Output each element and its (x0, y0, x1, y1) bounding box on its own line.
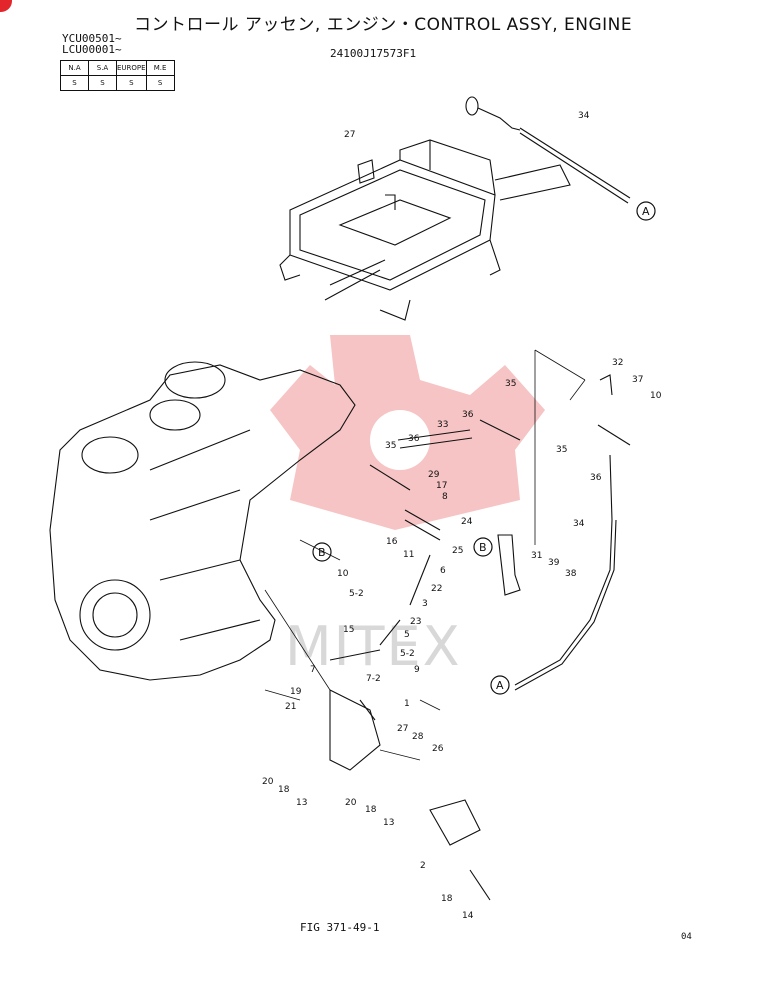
part-label: 18 (278, 785, 290, 795)
ref-b-right: B (479, 541, 487, 554)
engine-block (49, 361, 356, 681)
part-label: 34 (578, 111, 590, 121)
document-number: 24100J17573F1 (330, 47, 417, 60)
part-label: 2 (420, 861, 426, 871)
part-label: 3 (422, 599, 428, 609)
part-label: 27 (344, 130, 355, 140)
region-value-sa: S (88, 75, 117, 91)
part-label: 9 (414, 665, 420, 675)
part-label: 10 (650, 391, 662, 401)
part-label: 14 (462, 911, 474, 921)
ref-b-left: B (318, 546, 326, 559)
page-title: コントロール アッセン, エンジン・CONTROL ASSY, ENGINE (134, 15, 633, 35)
region-table: N.A S.A EUROPE M.E S S S S (60, 60, 175, 91)
figure-number: FIG 371-49-1 (300, 921, 380, 934)
part-label: 31 (531, 551, 542, 561)
part-label: 24 (461, 517, 473, 527)
throttle-cable-top (465, 96, 631, 204)
part-label: 33 (437, 420, 448, 430)
part-label: 19 (290, 687, 302, 697)
watermark-text: MITEX (285, 615, 462, 678)
part-label: 8 (442, 492, 448, 502)
serial-range-2: LCU00001~ (62, 43, 122, 56)
part-label: 27 (397, 724, 408, 734)
part-label: 7 (310, 665, 316, 675)
part-label: 36 (462, 410, 474, 420)
part-label: 34 (573, 519, 585, 529)
part-label: 13 (383, 818, 394, 828)
region-value-row: S S S S (60, 75, 175, 91)
reference-callouts: A A B B (312, 201, 656, 695)
part-labels: 27 34 32 37 10 35 36 33 35 36 35 36 34 2… (262, 111, 662, 921)
part-label: 13 (296, 798, 307, 808)
part-label: 36 (590, 473, 602, 483)
ref-a-top: A (642, 205, 650, 218)
region-value-na: S (60, 75, 89, 91)
leader-lines (264, 349, 586, 761)
part-label: 29 (428, 470, 440, 480)
right-bracket-and-cable (497, 374, 631, 691)
part-label: 5-2 (400, 649, 415, 659)
part-label: 37 (632, 375, 643, 385)
serial-range-1: YCU00501~ (62, 32, 122, 45)
part-label: 36 (408, 434, 420, 444)
page-number: 04 (681, 932, 692, 942)
part-label: 10 (337, 569, 349, 579)
part-label: 23 (410, 617, 421, 627)
control-box-assembly (279, 139, 571, 321)
part-label: 35 (556, 445, 567, 455)
part-label: 38 (565, 569, 577, 579)
part-label: 15 (343, 625, 354, 635)
part-label: 18 (441, 894, 453, 904)
part-label: 18 (365, 805, 377, 815)
part-label: 20 (262, 777, 274, 787)
part-label: 35 (385, 441, 396, 451)
part-label: 25 (452, 546, 463, 556)
part-label: 20 (345, 798, 357, 808)
linkage-lines (329, 419, 521, 901)
part-label: 16 (386, 537, 398, 547)
part-label: 17 (436, 481, 447, 491)
part-label: 28 (412, 732, 424, 742)
part-label: 35 (505, 379, 516, 389)
part-label: 26 (432, 744, 444, 754)
part-label: 21 (285, 702, 296, 712)
region-value-me: S (145, 75, 175, 91)
part-label: 5-2 (349, 589, 364, 599)
part-label: 1 (404, 699, 410, 709)
watermark-logo (270, 335, 545, 530)
part-label: 6 (440, 566, 446, 576)
part-label: 11 (403, 550, 414, 560)
ref-a-bottom: A (496, 679, 504, 692)
part-label: 22 (431, 584, 442, 594)
part-label: 32 (612, 358, 623, 368)
part-label: 5 (404, 630, 410, 640)
part-label: 39 (548, 558, 560, 568)
part-label: 7-2 (366, 674, 381, 684)
